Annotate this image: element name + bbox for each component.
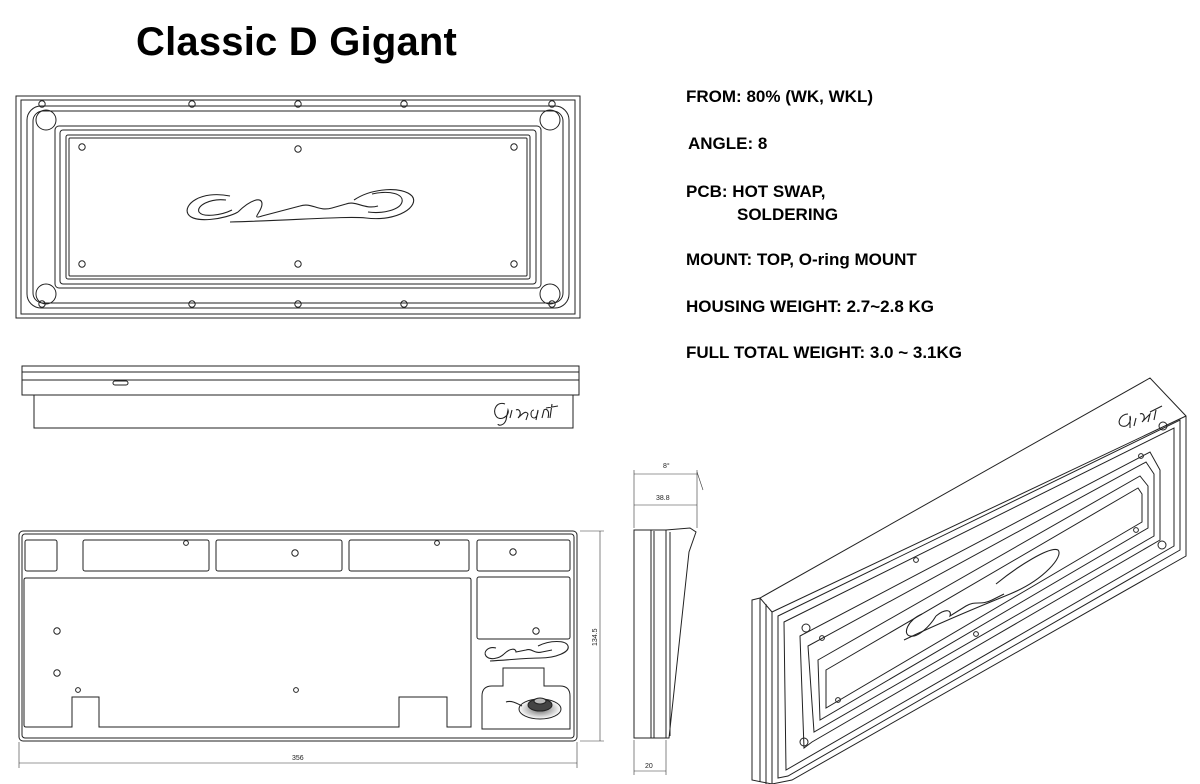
isometric-view-drawing bbox=[751, 377, 1187, 784]
bottom-dimension-lines bbox=[18, 530, 604, 768]
isometric-screws bbox=[799, 421, 1168, 747]
side-dimension-lines bbox=[633, 470, 704, 775]
spec-label: FROM: bbox=[686, 87, 742, 106]
spec-mount: MOUNT: TOP, O-ring MOUNT bbox=[686, 250, 917, 270]
gigant-logo bbox=[494, 402, 559, 426]
spec-label: PCB: bbox=[686, 182, 728, 201]
top-view-drawing bbox=[15, 95, 581, 319]
classic-logo bbox=[186, 189, 415, 223]
bottom-height-dimension: 20 bbox=[645, 763, 653, 770]
spec-value: 8 bbox=[757, 134, 768, 153]
spec-total-weight: FULL TOTAL WEIGHT: 3.0 ~ 3.1KG bbox=[686, 343, 962, 363]
spec-value: TOP, O-ring MOUNT bbox=[756, 250, 917, 269]
spec-label: HOUSING WEIGHT: bbox=[686, 297, 842, 316]
spec-value-2: SOLDERING bbox=[737, 205, 839, 224]
front-view-drawing bbox=[21, 365, 580, 429]
width-dimension: 356 bbox=[292, 755, 304, 762]
side-profile-drawing bbox=[633, 527, 697, 739]
spec-value: 80% (WK, WKL) bbox=[746, 87, 873, 106]
top-height-dimension: 38.8 bbox=[656, 495, 670, 502]
top-view-screws bbox=[38, 100, 556, 308]
spec-label: MOUNT: bbox=[686, 250, 753, 269]
bottom-classic-logo bbox=[484, 640, 569, 662]
spec-value: 2.7~2.8 KG bbox=[846, 297, 934, 316]
spec-value: HOT SWAP, bbox=[732, 182, 826, 201]
badge-bowl bbox=[505, 697, 562, 720]
depth-dimension: 134.5 bbox=[592, 628, 599, 646]
spec-label: FULL TOTAL WEIGHT: bbox=[686, 343, 866, 362]
spec-value: 3.0 ~ 3.1KG bbox=[869, 343, 962, 362]
page-title: Classic D Gigant bbox=[136, 20, 458, 64]
angle-dimension: 8° bbox=[663, 462, 670, 470]
spec-housing-weight: HOUSING WEIGHT: 2.7~2.8 KG bbox=[686, 297, 934, 317]
spec-angle: ANGLE: 8 bbox=[688, 134, 767, 154]
bottom-view-screws bbox=[53, 540, 540, 693]
spec-form-factor: FROM: 80% (WK, WKL) bbox=[686, 87, 873, 107]
spec-label: ANGLE: bbox=[688, 134, 754, 153]
isometric-gigant-logo bbox=[1118, 405, 1163, 428]
isometric-classic-logo bbox=[903, 548, 1060, 641]
bottom-view-drawing bbox=[18, 530, 578, 742]
spec-pcb: PCB: HOT SWAP, SOLDERING bbox=[686, 180, 838, 226]
